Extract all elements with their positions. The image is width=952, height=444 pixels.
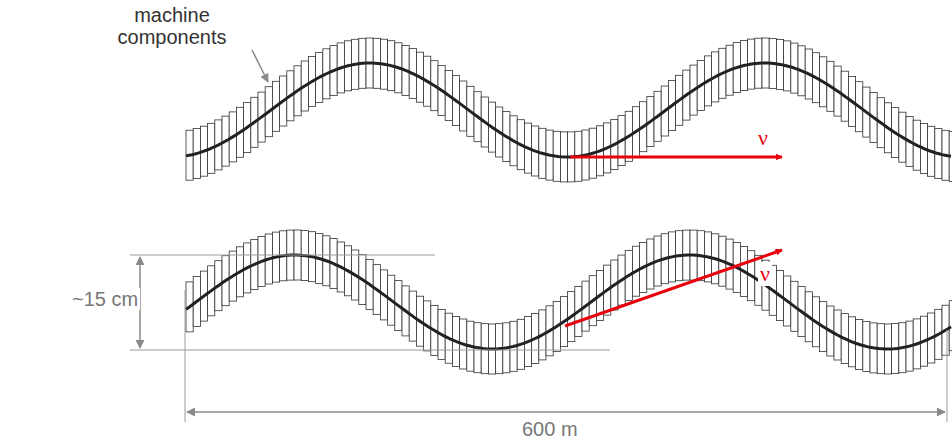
leader-line: [252, 50, 268, 82]
neutrino-arrow: [570, 156, 782, 159]
extension-line: [185, 290, 186, 422]
guide-line: [130, 255, 435, 256]
beam-trajectory: [186, 255, 951, 349]
dimension-arrow: [187, 411, 945, 413]
guide-line: [130, 350, 610, 351]
dimension-label: 600 m: [520, 418, 580, 440]
beam-path: [186, 63, 951, 349]
extension-line: [947, 330, 948, 422]
dimension-label: ~15 cm: [70, 288, 140, 310]
neutrino-arrow: [565, 250, 782, 326]
neutrino-symbol: ν: [758, 126, 768, 150]
neutrino-symbol: ν: [758, 262, 772, 286]
magnet-segment: [949, 301, 952, 351]
machine-components: [186, 38, 952, 374]
beam-trajectory: [186, 63, 951, 157]
callout-label: machine components: [92, 4, 252, 48]
